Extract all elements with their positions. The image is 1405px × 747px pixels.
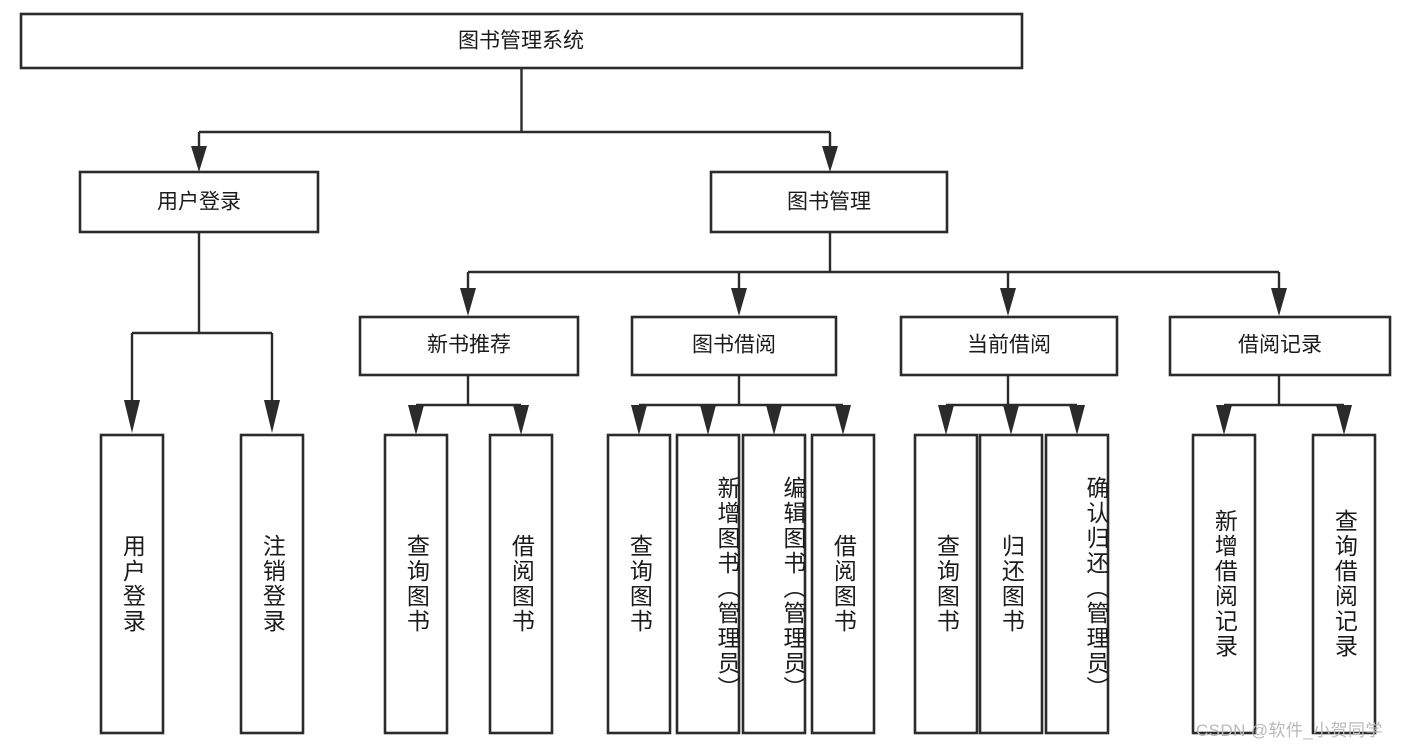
node-current-borrow-label: 当前借阅 (967, 334, 1051, 357)
csdn-watermark: CSDN @软件_小贺同学 (1196, 721, 1383, 740)
arrow-bm-to-borrow-record (1271, 288, 1287, 316)
leaf-box-book-borrow-3[interactable] (741, 433, 807, 735)
leaf-box-book-borrow-1[interactable] (606, 433, 672, 735)
leaf-box-current-borrow-3[interactable] (1044, 433, 1110, 735)
arrow-bm-to-new-book (460, 288, 476, 316)
node-book-management-label: 图书管理 (787, 191, 871, 214)
connector-group-book-mgmt (460, 232, 1287, 316)
leaf-box-current-borrow-2[interactable] (978, 433, 1044, 735)
node-root-box[interactable] (19, 12, 1024, 70)
node-new-book-recommend-label: 新书推荐 (427, 334, 511, 357)
arrow-nb-c1 (408, 405, 424, 435)
node-book-borrow-box[interactable] (630, 315, 838, 377)
arrow-user-login-c1 (124, 400, 140, 433)
connector-group-new-book (408, 375, 529, 435)
arrow-nb-c2 (513, 405, 529, 435)
node-current-borrow-box[interactable] (899, 315, 1119, 377)
connector-group-book-borrow (631, 375, 851, 435)
arrow-br-c2 (1336, 405, 1352, 435)
arrow-bb-c1 (631, 405, 647, 435)
node-user-login[interactable]: 用户登录 (78, 170, 320, 234)
node-book-management-box[interactable] (709, 170, 949, 234)
connector-group-current-borrow (938, 375, 1085, 435)
leaf-box-new-book-1[interactable] (383, 433, 449, 735)
arrow-root-to-book-mgmt (822, 146, 838, 172)
node-borrow-record-label: 借阅记录 (1238, 334, 1322, 357)
node-book-borrow[interactable]: 图书借阅 (630, 315, 838, 377)
node-user-login-box[interactable] (78, 170, 320, 234)
leaf-box-new-book-2[interactable] (488, 433, 554, 735)
node-borrow-record[interactable]: 借阅记录 (1168, 315, 1392, 377)
arrow-cb-c3 (1069, 405, 1085, 435)
node-new-book-recommend-box[interactable] (358, 315, 580, 377)
node-root[interactable]: 图书管理系统 (19, 12, 1024, 70)
arrow-bm-to-current-borrow (1000, 288, 1016, 316)
arrow-cb-c1 (938, 405, 954, 435)
leaf-box-current-borrow-1[interactable] (913, 433, 979, 735)
leaf-box-book-borrow-2[interactable] (675, 433, 741, 735)
connector-group-root (191, 68, 838, 172)
arrow-bb-c3 (766, 405, 782, 435)
node-borrow-record-box[interactable] (1168, 315, 1392, 377)
arrow-bb-c2 (700, 405, 716, 435)
arrow-bb-c4 (835, 405, 851, 435)
node-root-label: 图书管理系统 (458, 30, 584, 53)
node-new-book-recommend[interactable]: 新书推荐 (358, 315, 580, 377)
leaf-box-borrow-record-1[interactable] (1191, 433, 1257, 735)
leaf-box-book-borrow-4[interactable] (810, 433, 876, 735)
leaf-box-user-login-2[interactable] (239, 433, 305, 735)
arrow-bm-to-book-borrow (731, 288, 747, 316)
arrow-user-login-c2 (264, 400, 280, 433)
node-user-login-label: 用户登录 (157, 191, 241, 214)
leaf-box-borrow-record-2[interactable] (1311, 433, 1377, 735)
connector-group-borrow-record (1216, 375, 1352, 435)
node-book-borrow-label: 图书借阅 (692, 334, 776, 357)
connector-group-user-login (124, 232, 280, 433)
node-book-management[interactable]: 图书管理 (709, 170, 949, 234)
arrow-root-to-user-login (191, 146, 207, 172)
node-current-borrow[interactable]: 当前借阅 (899, 315, 1119, 377)
arrow-cb-c2 (1003, 405, 1019, 435)
arrow-br-c1 (1216, 405, 1232, 435)
leaf-box-user-login-1[interactable] (99, 433, 165, 735)
